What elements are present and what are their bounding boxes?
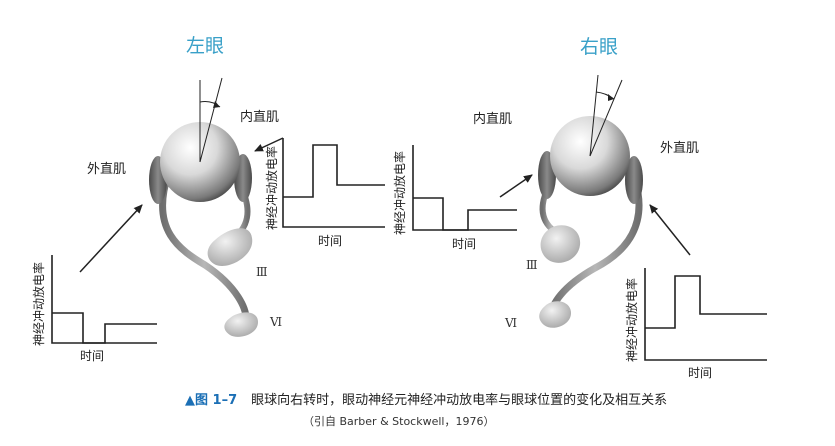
plot-left-lateral-xlabel: 时间: [80, 349, 104, 363]
right-eye-medial-rectus-label: 内直肌: [473, 111, 512, 127]
plot-left-lateral-axes: [51, 255, 157, 344]
caption-text: 眼球向右转时，眼动神经元神经冲动放电率与眼球位置的变化及相互关系: [251, 392, 667, 408]
plot-right-medial-xlabel: 时间: [452, 237, 476, 251]
caption-line: ▲图 1–7 眼球向右转时，眼动神经元神经冲动放电率与眼球位置的变化及相互关系: [185, 392, 667, 408]
left-eye-nerve-vi-label: Ⅵ: [269, 315, 282, 329]
plot-right-medial-ylabel: 神经冲动放电率: [392, 151, 407, 235]
left-eye-group: 左眼 内直肌 外直肌 Ⅲ Ⅵ: [79, 35, 284, 337]
left-eye-medial-rectus-label: 内直肌: [240, 109, 279, 125]
right-eye-angle-arrowhead: [608, 94, 614, 101]
left-eye-lateral-rectus-label: 外直肌: [87, 162, 126, 177]
right-eye-gaze-line-2: [589, 79, 623, 157]
left-eye-nerve-tract: [159, 171, 250, 329]
plot-right-lateral: 神经冲动放电率 时间: [624, 268, 767, 380]
plot-left-medial-xlabel: 时间: [318, 234, 342, 248]
right-eye-nucleus-vi: [539, 301, 572, 328]
left-eye-title: 左眼: [186, 35, 224, 57]
right-eye-nerve-iii-label: Ⅲ: [526, 258, 538, 272]
plot-left-lateral: 神经冲动放电率 时间: [31, 255, 157, 363]
left-eye-nucleus-vi: [224, 312, 258, 337]
right-eye-title: 右眼: [580, 36, 618, 58]
plot-left-medial-ylabel: 神经冲动放电率: [264, 146, 279, 230]
plot-left-medial-axes: [282, 138, 385, 228]
caption-citation: （引自 Barber & Stockwell，1976）: [303, 414, 494, 428]
right-eye-arrow-medial: [499, 174, 533, 198]
right-eye-lateral-rectus: [625, 156, 643, 204]
plot-left-lateral-ylabel: 神经冲动放电率: [31, 262, 46, 346]
left-eye-arrow-medial: [254, 137, 284, 152]
plot-right-lateral-trace: [645, 275, 767, 329]
caption-prefix: ▲图 1–7: [185, 393, 237, 408]
plot-left-lateral-trace: [52, 312, 157, 344]
plot-left-medial-trace: [283, 144, 385, 198]
left-eye-gaze-line-2: [199, 77, 223, 163]
plot-right-medial-trace: [413, 197, 517, 231]
plot-left-medial: 神经冲动放电率 时间: [264, 138, 385, 248]
right-eye-lateral-rectus-label: 外直肌: [660, 141, 699, 156]
right-eye-nerve-vi-label: Ⅵ: [504, 316, 517, 330]
right-eye-arrow-lateral: [649, 204, 691, 256]
left-eye-arrow-lateral: [79, 204, 143, 273]
plot-right-lateral-ylabel: 神经冲动放电率: [624, 278, 639, 362]
left-eye-nucleus-iii: [207, 228, 253, 266]
figure-caption: ▲图 1–7 眼球向右转时，眼动神经元神经冲动放电率与眼球位置的变化及相互关系 （…: [185, 392, 667, 428]
left-eye-angle-arrowhead: [213, 101, 220, 108]
right-eye-gaze-line-1: [589, 74, 599, 157]
left-eye-nerve-iii-label: Ⅲ: [256, 265, 268, 279]
plot-right-lateral-xlabel: 时间: [688, 366, 712, 380]
plot-right-lateral-axes: [644, 268, 767, 361]
right-eye-nucleus-iii: [540, 225, 581, 263]
plot-right-medial-axes: [412, 145, 517, 231]
plot-right-medial: 神经冲动放电率 时间: [392, 145, 517, 251]
right-eye-group: 右眼 内直肌 外直肌 Ⅲ Ⅵ: [473, 36, 699, 330]
